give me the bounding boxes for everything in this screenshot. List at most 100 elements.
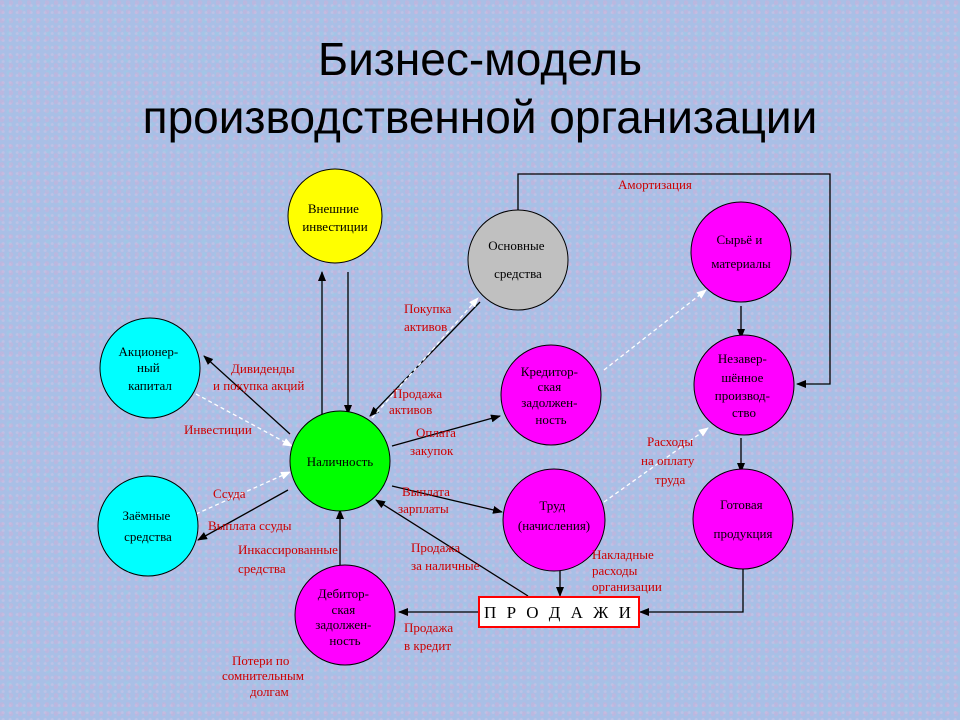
node-zaem-line1: Заёмные [123,508,171,523]
sales-box: П Р О Д А Ж И [478,596,640,628]
arrow-nal-to-trud [391,485,503,514]
node-trud-nachisleniya: Труд (начисления) [502,468,606,572]
node-vneshnie-line1: Внешние [308,201,359,216]
label-vyplata-ssudy: Выплата ссуды [208,518,292,533]
label-nakladnye-1: Накладные [592,547,654,562]
label-prodazha-aktivov-2: активов [389,402,432,417]
node-osnovnye-line1: Основные [488,238,544,253]
label-poteri-2: сомнительным [222,668,304,683]
sales-label: П Р О Д А Ж И [484,603,634,622]
label-oplata-zakupok-2: закупок [410,443,454,458]
node-gotovaya-produkciya: Готовая продукция [692,468,794,570]
svg-text:Заёмные средства: Заёмные средства [123,508,174,544]
label-dividendy-2: и покупка акций [213,378,304,393]
node-syrye-line2: материалы [711,256,771,271]
arrow-nal-to-zaem [197,489,289,541]
node-akcionerny-kapital: Акционер- ный капитал [99,317,201,419]
edge-labels: Амортизация Покупка активов Дивиденды и … [184,177,695,699]
node-deb-line3: задолжен- [315,617,371,632]
title-line-2: производственной организации [142,91,818,143]
label-pokupka-aktivov-2: активов [404,319,447,334]
label-poteri-3: долгам [250,684,289,699]
svg-text:Основные средства: Основные средства [488,238,547,281]
node-got-line2: продукция [714,526,773,541]
label-nakladnye-3: организации [592,579,662,594]
arrow-osn-to-nal [369,301,481,417]
label-prodazha-nal-2: за наличные [411,558,480,573]
node-kred-line1: Кредитор- [521,364,578,379]
svg-text:Кредитор- ская зад: Кредитор- ская задолжен- ность [521,364,581,427]
arrow-akc-to-nal [195,393,293,447]
node-akc-line3: капитал [128,378,172,393]
node-nalichnost-label: Наличность [307,454,373,469]
node-debitorskaya-zadolzhennost: Дебитор- ская задолжен- ность [294,564,396,666]
node-kred-line3: задолжен- [521,395,577,410]
svg-text:Труд (начисления): Труд (начисления) [518,498,590,533]
node-akc-line2: ный [137,360,160,375]
label-rashody-3: труда [655,472,685,487]
svg-text:Незавер- шённое пр: Незавер- шённое производ- ство [715,351,773,420]
node-nez-line2: шённое [721,370,763,385]
dashed-arrows [195,289,709,515]
arrow-got-to-sales [639,566,744,616]
node-vneshnie-investicii: Внешние инвестиции [287,168,383,264]
arrow-amortizaciya [517,173,831,388]
label-vyplata-zarplaty-1: Выплата [402,484,450,499]
label-poteri-1: Потери по [232,653,289,668]
node-deb-line1: Дебитор- [318,586,369,601]
node-nez-line1: Незавер- [718,351,767,366]
node-nez-line4: ство [732,405,756,420]
node-nezavershennoe-proizvodstvo: Незавер- шённое производ- ство [693,334,795,436]
node-deb-line2: ская [332,602,356,617]
node-kred-line4: ность [535,412,566,427]
svg-text:Акционер- ный капи: Акционер- ный капитал [119,344,182,393]
node-akc-line1: Акционер- [119,344,179,359]
label-dividendy-1: Дивиденды [231,361,295,376]
label-prodazha-aktivov-1: Продажа [393,386,442,401]
label-prodazha-kredit-2: в кредит [404,638,451,653]
label-rashody-2: на оплату [641,453,695,468]
node-nalichnost: Наличность [289,410,391,512]
label-ssuda: Ссуда [213,486,246,501]
arrow-sales-to-nal [375,499,529,597]
node-syrye-line1: Сырьё и [716,232,762,247]
label-amortizaciya: Амортизация [618,177,692,192]
arrow-nal-to-akc [203,355,291,435]
arrow-nal-to-kred [391,414,501,447]
node-zaem-line2: средства [124,529,172,544]
node-nez-line3: производ- [715,388,770,403]
node-vneshnie-line2: инвестиции [302,219,367,234]
label-prodazha-nal-1: Продажа [411,540,460,555]
label-prodazha-kredit-1: Продажа [404,620,453,635]
svg-text:Дебитор- ская задо: Дебитор- ская задолжен- ность [315,586,374,648]
node-trud-line1: Труд [539,498,565,513]
arrow-kred-to-syrye [603,289,707,371]
node-got-line1: Готовая [720,497,762,512]
svg-text:Сырьё и материалы: Сырьё и материалы [711,232,771,271]
label-inkassirovannye-1: Инкассированные [238,542,338,557]
slide-title: Бизнес-модель производственной организац… [0,30,960,146]
solid-arrows [197,173,831,616]
arrow-trud-to-nez [603,427,709,503]
svg-text:Наличность: Наличность [307,454,373,469]
node-zaemnye-sredstva: Заёмные средства [97,475,199,577]
label-inkassirovannye-2: средства [238,561,286,576]
label-oplata-zakupok-1: Оплата [416,425,456,440]
node-kred-line2: ская [538,379,562,394]
node-osnovnye-sredstva: Основные средства [467,209,569,311]
node-syrye-materialy: Сырьё и материалы [690,201,792,303]
arrow-nal-to-osn [371,297,479,419]
label-investicii: Инвестиции [184,422,252,437]
node-deb-line4: ность [329,633,360,648]
arrow-zaem-to-nal [195,471,291,515]
title-line-1: Бизнес-модель [317,33,643,85]
node-kreditorskaya-zadolzhennost: Кредитор- ская задолжен- ность [500,344,602,446]
label-nakladnye-2: расходы [592,563,638,578]
label-pokupka-aktivov-1: Покупка [404,301,452,316]
label-rashody-1: Расходы [647,434,693,449]
svg-text:Готовая продукция: Готовая продукция [714,497,773,541]
node-osnovnye-line2: средства [494,266,542,281]
label-vyplata-zarplaty-2: зарплаты [398,501,449,516]
svg-text:Внешние инвестиции: Внешние инвестиции [302,201,367,234]
